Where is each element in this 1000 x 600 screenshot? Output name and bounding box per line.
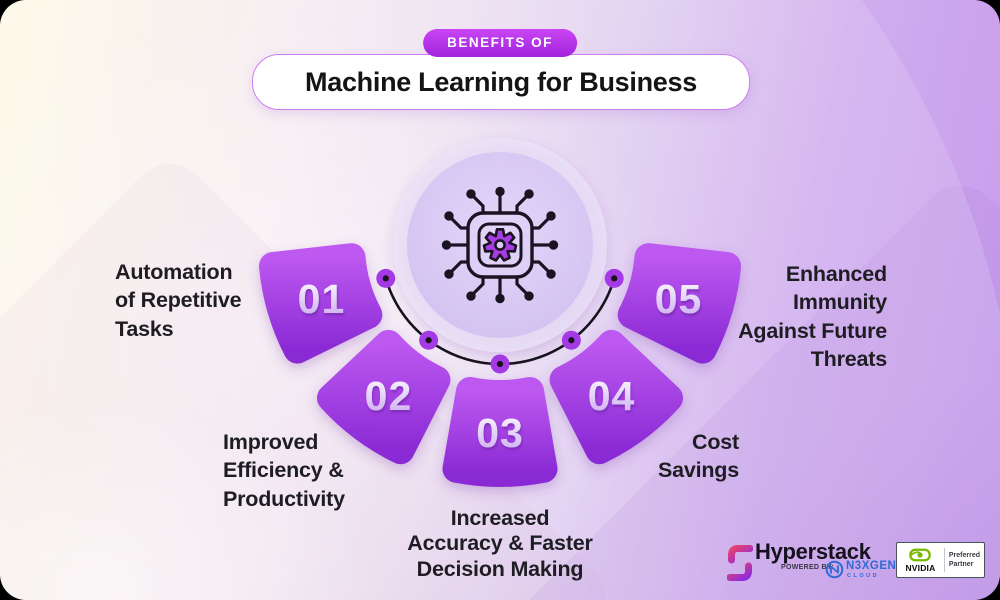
chip-inner-square [477, 222, 523, 268]
chip-pin [472, 195, 485, 215]
segment-number-02: 02 [365, 373, 413, 419]
benefit-label-03: Increased Accuracy & Faster Decision Mak… [407, 506, 593, 581]
segment-wedge-04 [549, 329, 684, 465]
chip-pin [515, 275, 528, 295]
segment-number-05: 05 [655, 276, 703, 322]
segment-wedge-03 [442, 376, 558, 487]
segment-wedge-05 [617, 243, 742, 364]
benefit-label-01: Automation of Repetitive Tasks [115, 260, 242, 341]
chip-pin [450, 260, 470, 273]
benefit-label-02: Improved Efficiency & Productivity [223, 430, 345, 511]
segment-numbers: 01 02 03 04 05 [298, 276, 703, 456]
segment-number-04: 04 [588, 373, 636, 419]
chip-pin [515, 195, 528, 215]
ai-chip-icon [441, 186, 559, 304]
segment-wedge-01 [258, 243, 383, 364]
chip-pin [530, 217, 550, 230]
connector-arc-group [376, 268, 624, 374]
benefit-label-04: Cost Savings [657, 430, 739, 483]
chip-pin [472, 275, 485, 295]
title-box: Machine Learning for Business [252, 54, 750, 110]
chip-pin [450, 217, 470, 230]
segment-number-03: 03 [476, 410, 524, 456]
page-title: Machine Learning for Business [305, 66, 697, 97]
benefit-label-05: Enhanced Immunity Against Future Threats [738, 262, 887, 372]
segment-number-01: 01 [298, 276, 346, 322]
chip-pin [530, 260, 550, 273]
benefits-of-badge: BENEFITS OF [423, 29, 577, 57]
